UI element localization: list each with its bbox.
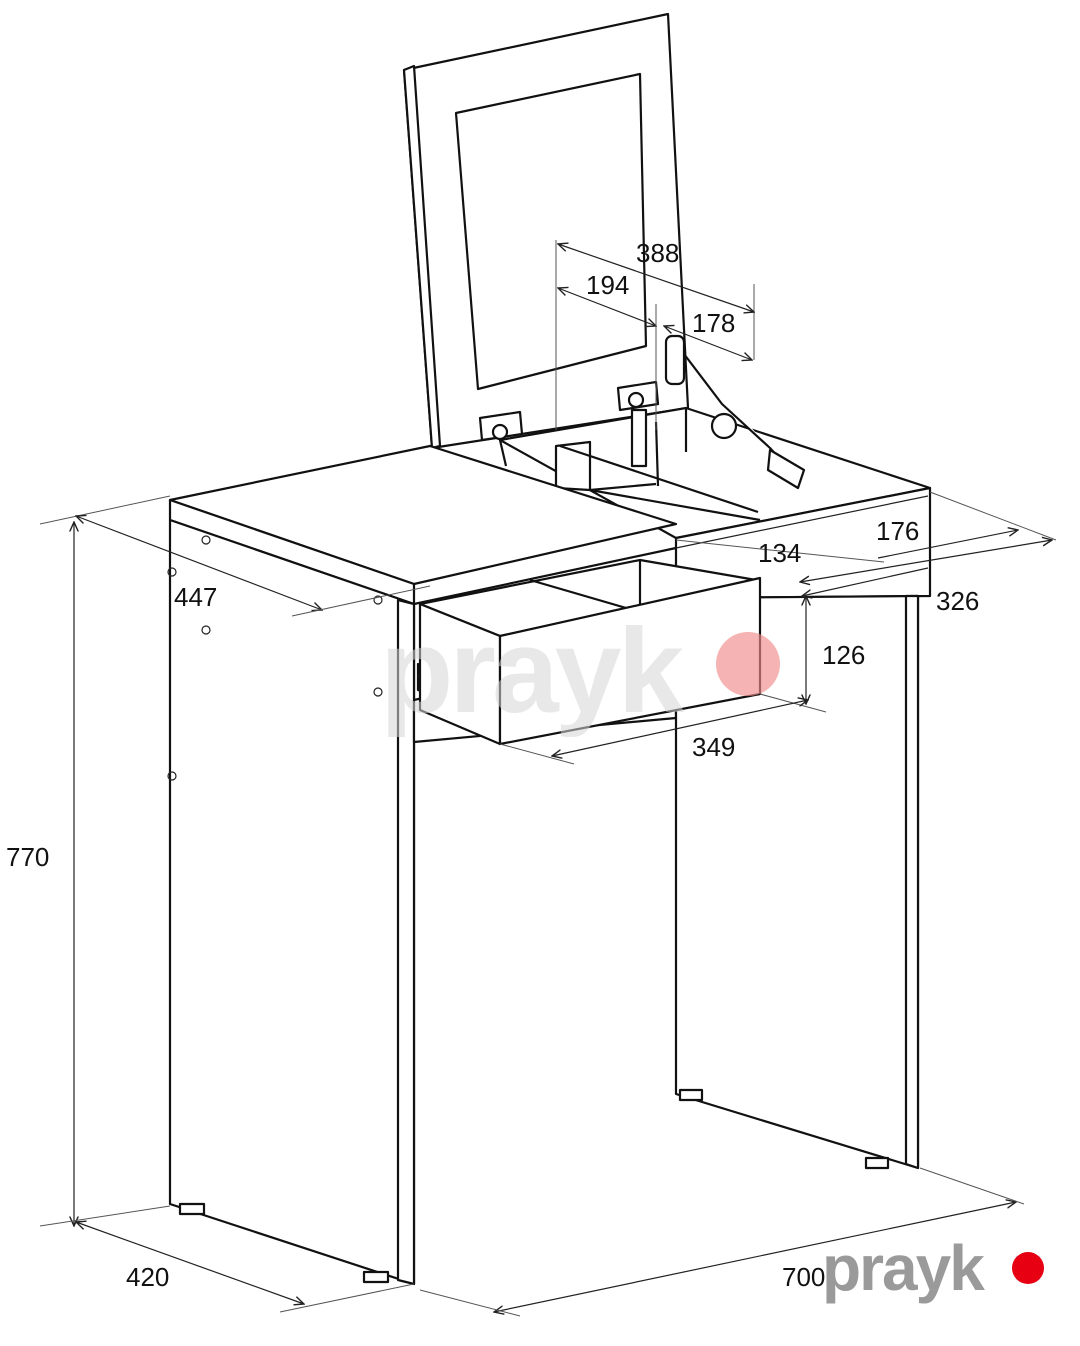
dim-326: 326	[936, 586, 979, 616]
watermark-text: prayk	[380, 604, 684, 738]
watermark: prayk	[380, 604, 780, 738]
dim-194: 194	[586, 270, 629, 300]
brand-logo-dot	[1012, 1252, 1044, 1284]
dimension-labels: 388 194 178 447 176 134 326 126 349 770 …	[6, 238, 979, 1292]
dim-349: 349	[692, 732, 735, 762]
hinge-left	[478, 410, 524, 467]
watermark-dot	[716, 632, 780, 696]
brand-logo-text: prayk	[822, 1232, 985, 1304]
dim-176: 176	[876, 516, 919, 546]
dim-134: 134	[758, 538, 801, 568]
dim-178: 178	[692, 308, 735, 338]
mirror-glass	[454, 72, 648, 391]
dim-447: 447	[174, 582, 217, 612]
dim-388: 388	[636, 238, 679, 268]
brand-logo: prayk	[822, 1232, 1044, 1304]
dim-770: 770	[6, 842, 49, 872]
hinge-middle	[616, 380, 660, 468]
dimension-lines	[39, 240, 1057, 1317]
left-side-panel	[167, 518, 416, 1286]
dim-700: 700	[782, 1262, 825, 1292]
dim-420: 420	[126, 1262, 169, 1292]
dim-126: 126	[822, 640, 865, 670]
